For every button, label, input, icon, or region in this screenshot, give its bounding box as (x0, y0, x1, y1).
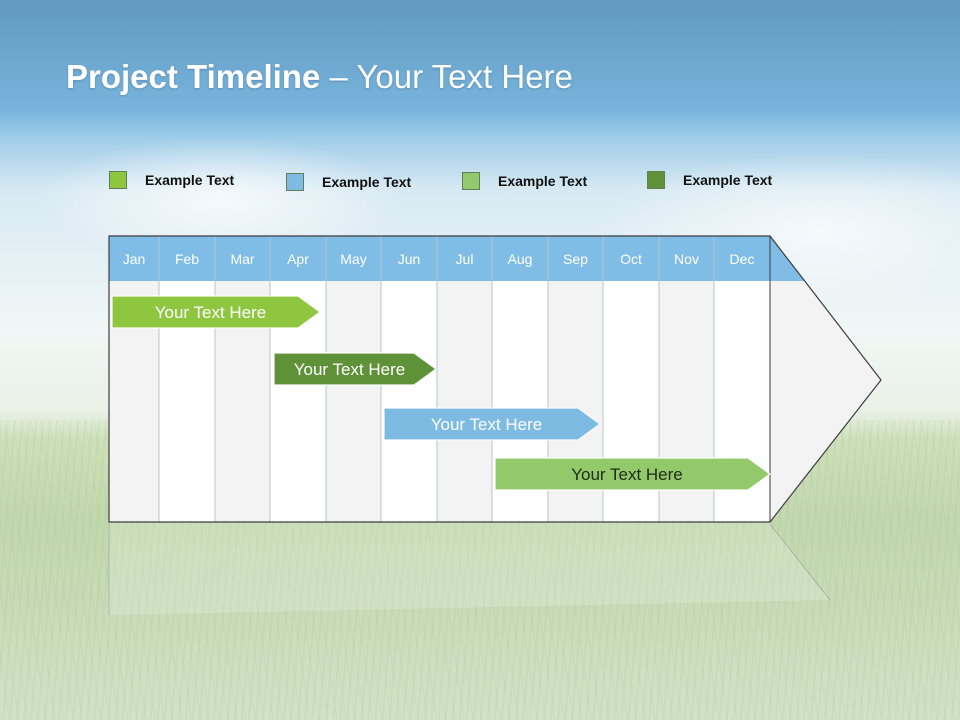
legend-label-2: Example Text (322, 174, 412, 190)
task-bar-4 (494, 457, 772, 491)
legend-label-4: Example Text (683, 172, 773, 188)
task-bar-1 (111, 295, 322, 329)
legend-swatch-3 (462, 172, 480, 190)
timeline-outline (108, 235, 882, 523)
month-label-dec: Dec (730, 251, 755, 267)
timeline-arrow-head (770, 236, 881, 522)
task-label-4: Your Text Here (571, 465, 683, 484)
legend-item-2: Example Text (286, 172, 411, 192)
month-label-mar: Mar (230, 251, 254, 267)
reflection-edge (769, 523, 831, 601)
task-bar-2 (273, 352, 438, 386)
month-label-feb: Feb (175, 251, 199, 267)
month-label-nov: Nov (674, 251, 699, 267)
legend-swatch-4 (647, 171, 665, 189)
month-column-may (326, 281, 381, 522)
month-label-may: May (340, 251, 366, 267)
month-column-jul (437, 281, 492, 522)
month-column-jun (381, 281, 437, 522)
month-label-jul: Jul (456, 251, 474, 267)
legend-label-1: Example Text (145, 172, 235, 188)
legend-label-3: Example Text (498, 173, 588, 189)
month-label-aug: Aug (508, 251, 533, 267)
task-label-1: Your Text Here (155, 303, 267, 322)
month-header-band (109, 236, 770, 281)
task-label-2: Your Text Here (294, 360, 406, 379)
task-bar-3 (383, 407, 602, 441)
legend-item-3: Example Text (462, 171, 587, 191)
month-label-oct: Oct (620, 251, 642, 267)
legend-item-1: Example Text (109, 170, 234, 190)
month-label-apr: Apr (287, 251, 309, 267)
title-bold: Project Timeline (66, 58, 321, 95)
task-label-3: Your Text Here (431, 415, 543, 434)
title-rest: – Your Text Here (320, 58, 573, 95)
legend-item-4: Example Text (647, 170, 772, 190)
month-label-jan: Jan (123, 251, 146, 267)
month-label-jun: Jun (398, 251, 421, 267)
timeline-reflection (109, 522, 830, 615)
legend-swatch-2 (286, 173, 304, 191)
legend-swatch-1 (109, 171, 127, 189)
month-label-sep: Sep (563, 251, 588, 267)
slide-title: Project Timeline – Your Text Here (66, 58, 573, 96)
